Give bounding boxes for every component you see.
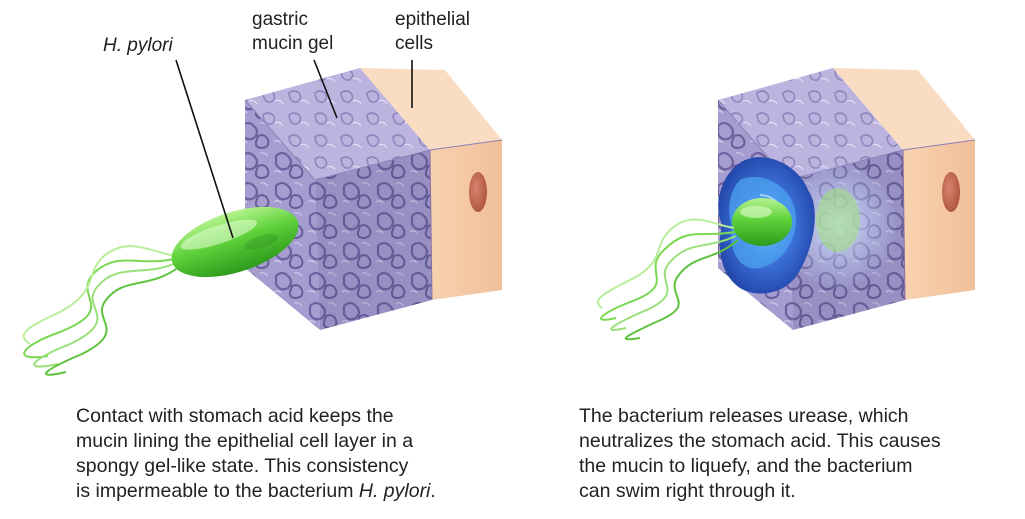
label-gastric-mucin-gel: gastric mucin gel [252, 8, 333, 56]
caption-left: Contact with stomach acid keeps the muci… [76, 404, 436, 504]
left-flagella [24, 246, 180, 375]
left-tissue-block [245, 68, 502, 330]
label-mucin-line2: mucin gel [252, 32, 333, 56]
caption-right-line4: can swim right through it. [579, 479, 941, 504]
caption-right: The bacterium releases urease, which neu… [579, 404, 941, 504]
right-nucleus [942, 172, 960, 212]
right-epithelial-side [903, 140, 975, 300]
right-bacterium [732, 198, 792, 246]
label-h-pylori: H. pylori [103, 34, 173, 58]
caption-left-line4-suffix: . [430, 480, 435, 502]
caption-right-line3: the mucin to liquefy, and the bacterium [579, 454, 941, 479]
label-epithelial-line1: epithelial [395, 8, 470, 32]
caption-left-line3: spongy gel-like state. This consistency [76, 454, 436, 479]
left-epithelial-side [430, 140, 502, 300]
caption-left-line4-prefix: is impermeable to the bacterium [76, 480, 359, 502]
label-epithelial-line2: cells [395, 32, 470, 56]
left-nucleus [469, 172, 487, 212]
caption-left-line4: is impermeable to the bacterium H. pylor… [76, 479, 436, 504]
right-flagella [598, 220, 738, 340]
caption-left-line2: mucin lining the epithelial cell layer i… [76, 429, 436, 454]
caption-right-line1: The bacterium releases urease, which [579, 404, 941, 429]
caption-right-line2: neutralizes the stomach acid. This cause… [579, 429, 941, 454]
pylori-leader-line [176, 60, 233, 238]
right-tissue-block [718, 68, 975, 330]
caption-left-line4-italic: H. pylori [359, 480, 431, 502]
caption-left-line1: Contact with stomach acid keeps the [76, 404, 436, 429]
label-mucin-line1: gastric [252, 8, 333, 32]
label-epithelial-cells: epithelial cells [395, 8, 470, 56]
